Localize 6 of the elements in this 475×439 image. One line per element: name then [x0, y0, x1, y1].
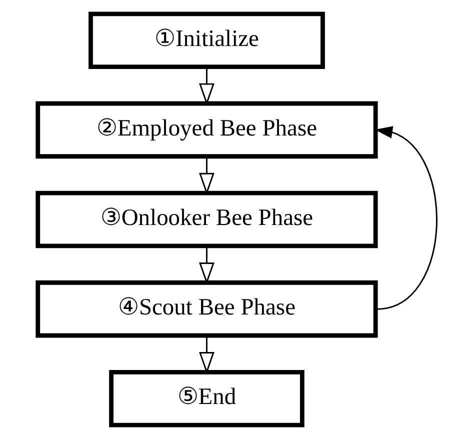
node-box: ③Onlooker Bee Phase — [36, 190, 378, 248]
node-box: ①Initialize — [88, 12, 325, 69]
node-box: ②Employed Bee Phase — [36, 101, 378, 159]
node-box: ④Scout Bee Phase — [36, 280, 378, 338]
node-box: ⑤End — [109, 370, 304, 428]
arrow — [374, 126, 438, 310]
